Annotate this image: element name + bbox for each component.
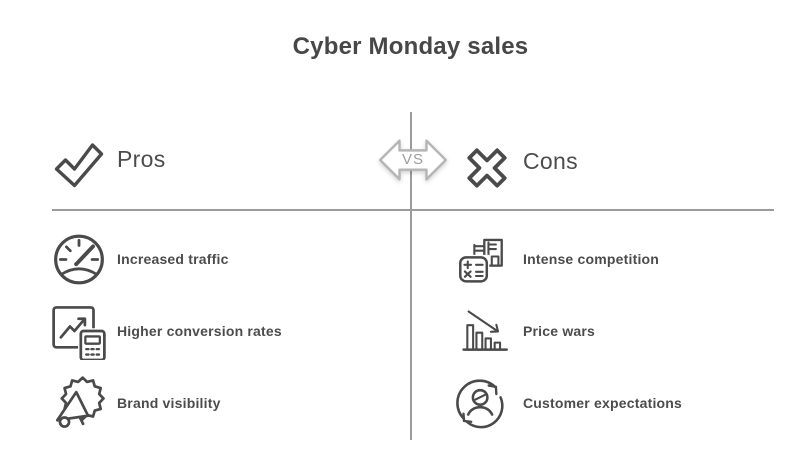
item-label: Intense competition [523,251,660,267]
cross-icon [460,139,514,197]
customer-refresh-icon [452,374,510,432]
megaphone-badge-icon [50,374,108,432]
list-item-price-wars: Price wars [452,302,792,360]
horizontal-divider [52,209,774,211]
vs-badge: VS [377,133,449,187]
item-label: Customer expectations [523,395,683,411]
list-item-intense-competition: Intense competition [452,230,792,288]
item-label: Higher conversion rates [117,323,282,339]
list-item-higher-conversion: Higher conversion rates [50,302,400,360]
item-label: Increased traffic [117,251,229,267]
vertical-divider [410,112,412,440]
check-icon [50,142,108,190]
declining-bar-chart-icon [452,302,510,360]
growth-chart-calculator-icon [50,302,108,360]
speedometer-icon [50,230,108,288]
double-arrow-shape [379,139,447,181]
pros-heading: Pros [117,146,166,172]
item-label: Brand visibility [117,395,221,411]
calculator-document-icon [452,230,510,288]
list-item-customer-expectations: Customer expectations [452,374,792,432]
list-item-increased-traffic: Increased traffic [50,230,400,288]
vs-label: VS [401,150,424,168]
cons-heading: Cons [523,148,578,174]
list-item-brand-visibility: Brand visibility [50,374,400,432]
item-label: Price wars [523,323,596,339]
page-title: Cyber Monday sales [292,33,529,60]
